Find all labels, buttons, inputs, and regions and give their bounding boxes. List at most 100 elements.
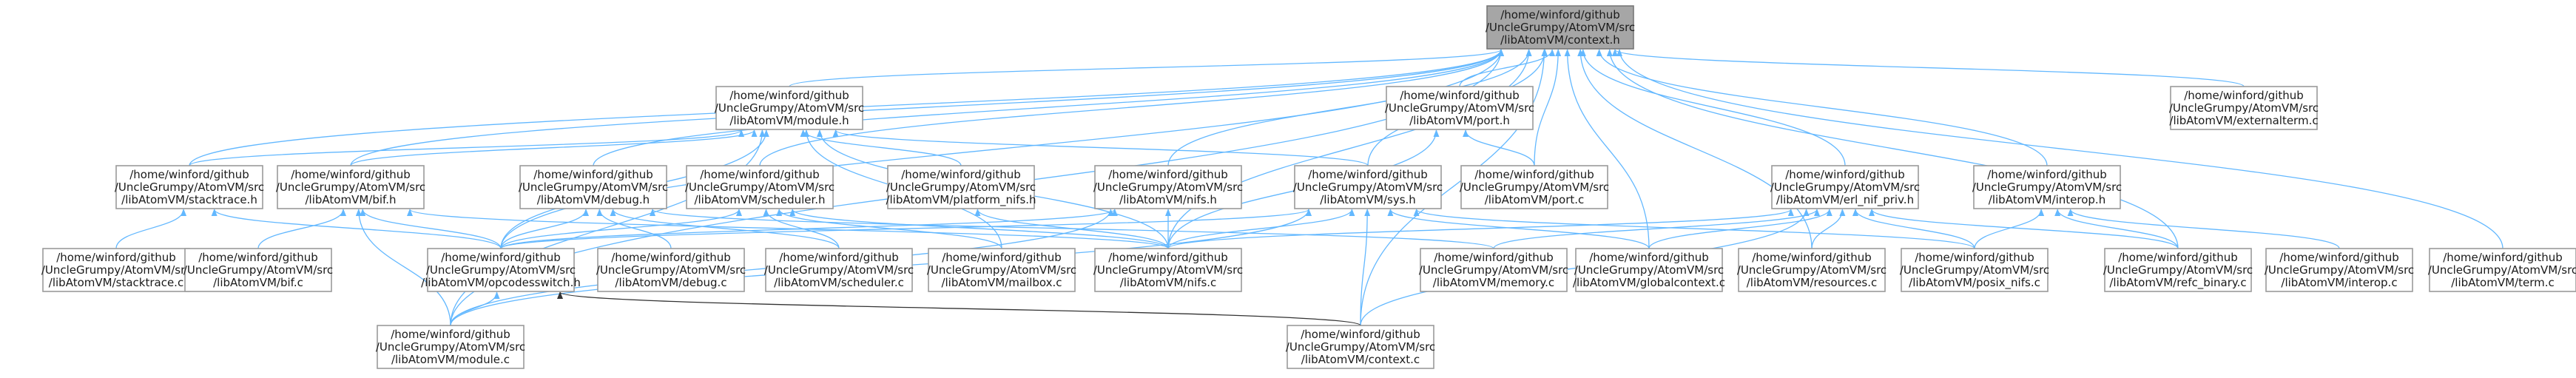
- file-node-module-h[interactable]: /home/winford/github/UncleGrumpy/AtomVM/…: [715, 86, 864, 130]
- edge-platform_nifs_h-to-module_h: [800, 129, 962, 166]
- file-node-scheduler-c[interactable]: /home/winford/github/UncleGrumpy/AtomVM/…: [764, 248, 914, 292]
- node-label-line: /UncleGrumpy/AtomVM/src: [886, 180, 1036, 194]
- edge-line: [1360, 209, 1371, 326]
- file-node-resources-c[interactable]: /home/winford/github/UncleGrumpy/AtomVM/…: [1737, 248, 1887, 292]
- edge-line: [557, 291, 1361, 326]
- node-label-line: /home/winford/github: [2184, 89, 2304, 102]
- node-label-line: /UncleGrumpy/AtomVM/src: [1385, 101, 1534, 115]
- node-label-line: /UncleGrumpy/AtomVM/src: [1093, 180, 1243, 194]
- edge-line: [1852, 209, 1975, 249]
- node-label-line: /libAtomVM/stacktrace.h: [121, 193, 257, 206]
- file-node-stacktrace-c[interactable]: /home/winford/github/UncleGrumpy/AtomVM/…: [41, 248, 191, 292]
- file-node-scheduler-h[interactable]: /home/winford/github/UncleGrumpy/AtomVM/…: [685, 165, 834, 209]
- edge-line: [1869, 209, 2179, 249]
- file-node-stacktrace-h[interactable]: /home/winford/github/UncleGrumpy/AtomVM/…: [115, 165, 264, 209]
- node-box: [427, 248, 575, 292]
- node-label-line: /UncleGrumpy/AtomVM/src: [426, 263, 576, 277]
- edge-line: [1167, 209, 1355, 249]
- file-node-nifs-h[interactable]: /home/winford/github/UncleGrumpy/AtomVM/…: [1093, 165, 1243, 209]
- file-node-port-c[interactable]: /home/winford/github/UncleGrumpy/AtomVM/…: [1460, 165, 1609, 209]
- file-node-bif-h[interactable]: /home/winford/github/UncleGrumpy/AtomVM/…: [276, 165, 425, 209]
- file-node-memory-c[interactable]: /home/winford/github/UncleGrumpy/AtomVM/…: [1419, 248, 1568, 292]
- node-label-line: /home/winford/github: [391, 328, 510, 341]
- file-node-mailbox-c[interactable]: /home/winford/github/UncleGrumpy/AtomVM/…: [927, 248, 1076, 292]
- file-node-context-c[interactable]: /home/winford/github/UncleGrumpy/AtomVM/…: [1286, 325, 1435, 369]
- edge-scheduler_h-to-context_h: [759, 49, 1504, 166]
- edge-globalcontext_c-to-erl_nif_priv_h: [1648, 209, 1832, 249]
- node-box: [377, 325, 525, 369]
- node-label-line: /libAtomVM/mailbox.c: [941, 276, 1062, 289]
- file-node-interop-h[interactable]: /home/winford/github/UncleGrumpy/AtomVM/…: [1972, 165, 2122, 209]
- node-label-line: /libAtomVM/port.c: [1485, 193, 1585, 206]
- file-node-globalcontext-c[interactable]: /home/winford/github/UncleGrumpy/AtomVM/…: [1573, 248, 1725, 292]
- edge-posix_nifs_c-to-erl_nif_priv_h: [1852, 209, 1975, 249]
- file-node-posix-nifs-c[interactable]: /home/winford/github/UncleGrumpy/AtomVM/…: [1900, 248, 2049, 292]
- node-label-line: /libAtomVM/nifs.h: [1119, 193, 1217, 206]
- file-node-erl-nif-priv-h[interactable]: /home/winford/github/UncleGrumpy/AtomVM/…: [1770, 165, 1920, 209]
- node-label-line: /UncleGrumpy/AtomVM/src: [1900, 263, 2049, 277]
- edge-nifs_c-to-erl_nif_priv_h: [1167, 209, 1794, 249]
- edge-module_c-to-bif_h: [355, 209, 451, 326]
- file-nodes: /home/winford/github/UncleGrumpy/AtomVM/…: [41, 5, 2576, 369]
- node-label-line: /home/winford/github: [291, 168, 411, 181]
- file-node-sys-h[interactable]: /home/winford/github/UncleGrumpy/AtomVM/…: [1293, 165, 1443, 209]
- node-label-line: /libAtomVM/globalcontext.c: [1573, 276, 1725, 289]
- node-box: [1094, 165, 1242, 209]
- edge-line: [407, 209, 1169, 249]
- edge-stacktrace_c-to-stacktrace_h: [115, 209, 187, 249]
- edge-line: [257, 209, 346, 249]
- edge-line: [1360, 49, 1548, 326]
- node-box: [1486, 5, 1634, 50]
- node-label-line: /libAtomVM/interop.c: [2281, 276, 2397, 289]
- edge-line: [350, 49, 1504, 166]
- edge-module_c-to-opcodesswitch_h: [450, 291, 500, 326]
- file-node-debug-c[interactable]: /home/winford/github/UncleGrumpy/AtomVM/…: [596, 248, 746, 292]
- edge-line: [1564, 49, 1650, 249]
- edge-line: [1974, 209, 2045, 249]
- edge-resources_c-to-context_h: [1577, 49, 1813, 249]
- node-label-line: /UncleGrumpy/AtomVM/src: [927, 263, 1076, 277]
- file-node-refc-binary-c[interactable]: /home/winford/github/UncleGrumpy/AtomVM/…: [2103, 248, 2253, 292]
- node-box: [597, 248, 745, 292]
- node-label-line: /libAtomVM/debug.c: [615, 276, 726, 289]
- file-node-context-h[interactable]: /home/winford/github/UncleGrumpy/AtomVM/…: [1486, 5, 1635, 50]
- node-label-line: /UncleGrumpy/AtomVM/src: [596, 263, 746, 277]
- file-node-port-h[interactable]: /home/winford/github/UncleGrumpy/AtomVM/…: [1385, 86, 1534, 130]
- file-node-bif-c[interactable]: /home/winford/github/UncleGrumpy/AtomVM/…: [183, 248, 333, 292]
- node-label-line: /home/winford/github: [779, 251, 899, 264]
- edge-line: [115, 209, 187, 249]
- node-label-line: /home/winford/github: [1400, 89, 1520, 102]
- node-label-line: /home/winford/github: [700, 168, 820, 181]
- file-node-externalterm-c[interactable]: /home/winford/github/UncleGrumpy/AtomVM/…: [2169, 86, 2319, 130]
- file-node-module-c[interactable]: /home/winford/github/UncleGrumpy/AtomVM/…: [376, 325, 525, 369]
- edge-posix_nifs_c-to-sys_h: [1413, 209, 1975, 249]
- node-label-line: /UncleGrumpy/AtomVM/src: [1486, 21, 1635, 34]
- node-label-line: /UncleGrumpy/AtomVM/src: [41, 263, 191, 277]
- node-label-line: /libAtomVM/scheduler.c: [774, 276, 904, 289]
- node-label-line: /libAtomVM/module.c: [391, 353, 510, 366]
- file-node-opcodesswitch-h[interactable]: /home/winford/github/UncleGrumpy/AtomVM/…: [421, 248, 581, 292]
- file-node-interop-c[interactable]: /home/winford/github/UncleGrumpy/AtomVM/…: [2265, 248, 2414, 292]
- edge-line: [500, 209, 742, 249]
- edge-nifs_c-to-scheduler_h: [789, 209, 1169, 249]
- node-label-line: /libAtomVM/nifs.c: [1120, 276, 1217, 289]
- node-box: [2429, 248, 2576, 292]
- node-label-line: /UncleGrumpy/AtomVM/src: [2169, 101, 2319, 115]
- edge-memory_c-to-erl_nif_priv_h: [1493, 209, 1820, 249]
- node-label-line: /home/winford/github: [2118, 251, 2238, 264]
- edge-line: [1493, 209, 1820, 249]
- edge-posix_nifs_c-to-interop_h: [1974, 209, 2045, 249]
- file-node-debug-h[interactable]: /home/winford/github/UncleGrumpy/AtomVM/…: [519, 165, 668, 209]
- node-label-line: /libAtomVM/debug.h: [537, 193, 650, 206]
- node-label-line: /UncleGrumpy/AtomVM/src: [1972, 180, 2122, 194]
- edge-debug_c-to-debug_h: [596, 209, 672, 249]
- node-label-line: /libAtomVM/posix_nifs.c: [1909, 276, 2040, 290]
- file-node-platform-nifs-h[interactable]: /home/winford/github/UncleGrumpy/AtomVM/…: [886, 165, 1036, 209]
- edge-line: [1606, 49, 2179, 249]
- node-label-line: /libAtomVM/bif.h: [306, 193, 397, 206]
- file-node-nifs-c[interactable]: /home/winford/github/UncleGrumpy/AtomVM/…: [1093, 248, 1243, 292]
- node-box: [1386, 86, 1534, 130]
- file-node-term-c[interactable]: /home/winford/github/UncleGrumpy/AtomVM/…: [2428, 248, 2576, 292]
- node-label-line: /UncleGrumpy/AtomVM/src: [1770, 180, 1920, 194]
- node-label-line: /libAtomVM/context.c: [1301, 353, 1420, 366]
